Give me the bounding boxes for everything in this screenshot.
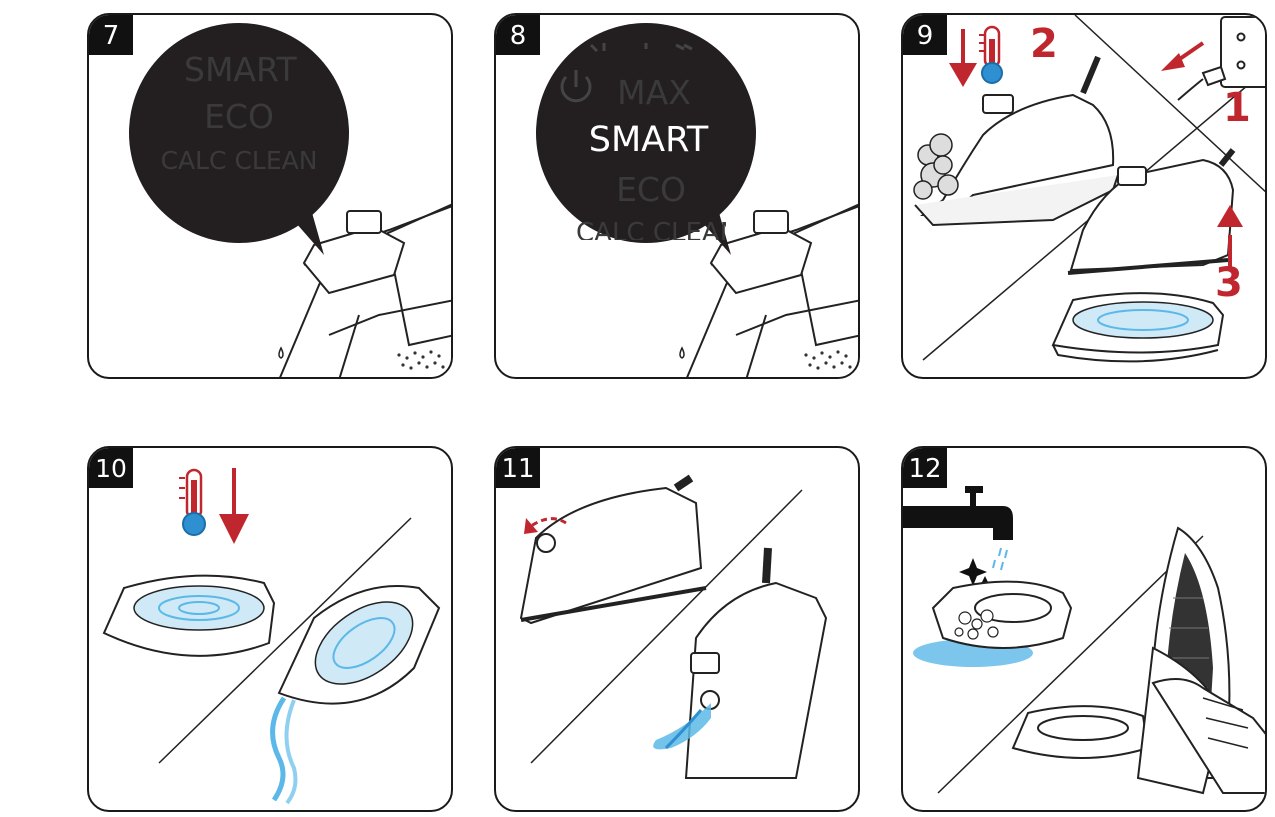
down-arrow-icon	[219, 468, 249, 544]
display-mode-calc-clean: CALC CLEAN	[160, 146, 318, 175]
power-icon	[560, 70, 592, 103]
step-number: 12	[903, 448, 947, 488]
unplug-and-cool-illustration	[913, 15, 1265, 363]
iron-handle-illustration	[536, 23, 858, 377]
step-11-panel: 11	[494, 446, 860, 812]
step-12-panel: 12	[901, 446, 1267, 812]
display-mode-max: MAX	[617, 73, 691, 112]
down-arrow-icon	[1161, 41, 1205, 71]
display-mode-eco: ECO	[616, 170, 686, 209]
step-number: 10	[89, 448, 133, 488]
faucet-icon	[903, 486, 1013, 540]
step-number: 8	[496, 15, 540, 55]
step-number: 11	[496, 448, 540, 488]
clean-tray-illustration	[903, 486, 1265, 795]
empty-tray-illustration	[102, 468, 441, 805]
callout-3: 3	[1215, 260, 1243, 306]
step-7-panel: 7 SMART ECO CALC CLEAN	[87, 13, 453, 379]
step-9-panel: 9	[901, 13, 1267, 379]
iron-handle-illustration	[129, 23, 451, 377]
step-8-panel: 8 MAX SMART ECO CALC CLEAN	[494, 13, 860, 379]
thermometer-icon	[179, 468, 206, 536]
step-10-panel: 10	[87, 446, 453, 812]
up-arrow-icon	[1217, 205, 1243, 267]
display-mode-smart-active: SMART	[588, 120, 709, 160]
thermometer-icon	[979, 25, 1003, 84]
remove-tray-illustration	[519, 474, 828, 779]
display-mode-eco: ECO	[204, 97, 274, 136]
display-mode-calc-clean: CALC CLEAN	[576, 218, 726, 240]
display-mode-smart: SMART	[184, 50, 297, 89]
callout-2: 2	[1030, 21, 1058, 67]
callout-1: 1	[1223, 85, 1251, 131]
wall-socket-icon	[1220, 16, 1265, 88]
step-number: 9	[903, 15, 947, 55]
step-number: 7	[89, 15, 133, 55]
